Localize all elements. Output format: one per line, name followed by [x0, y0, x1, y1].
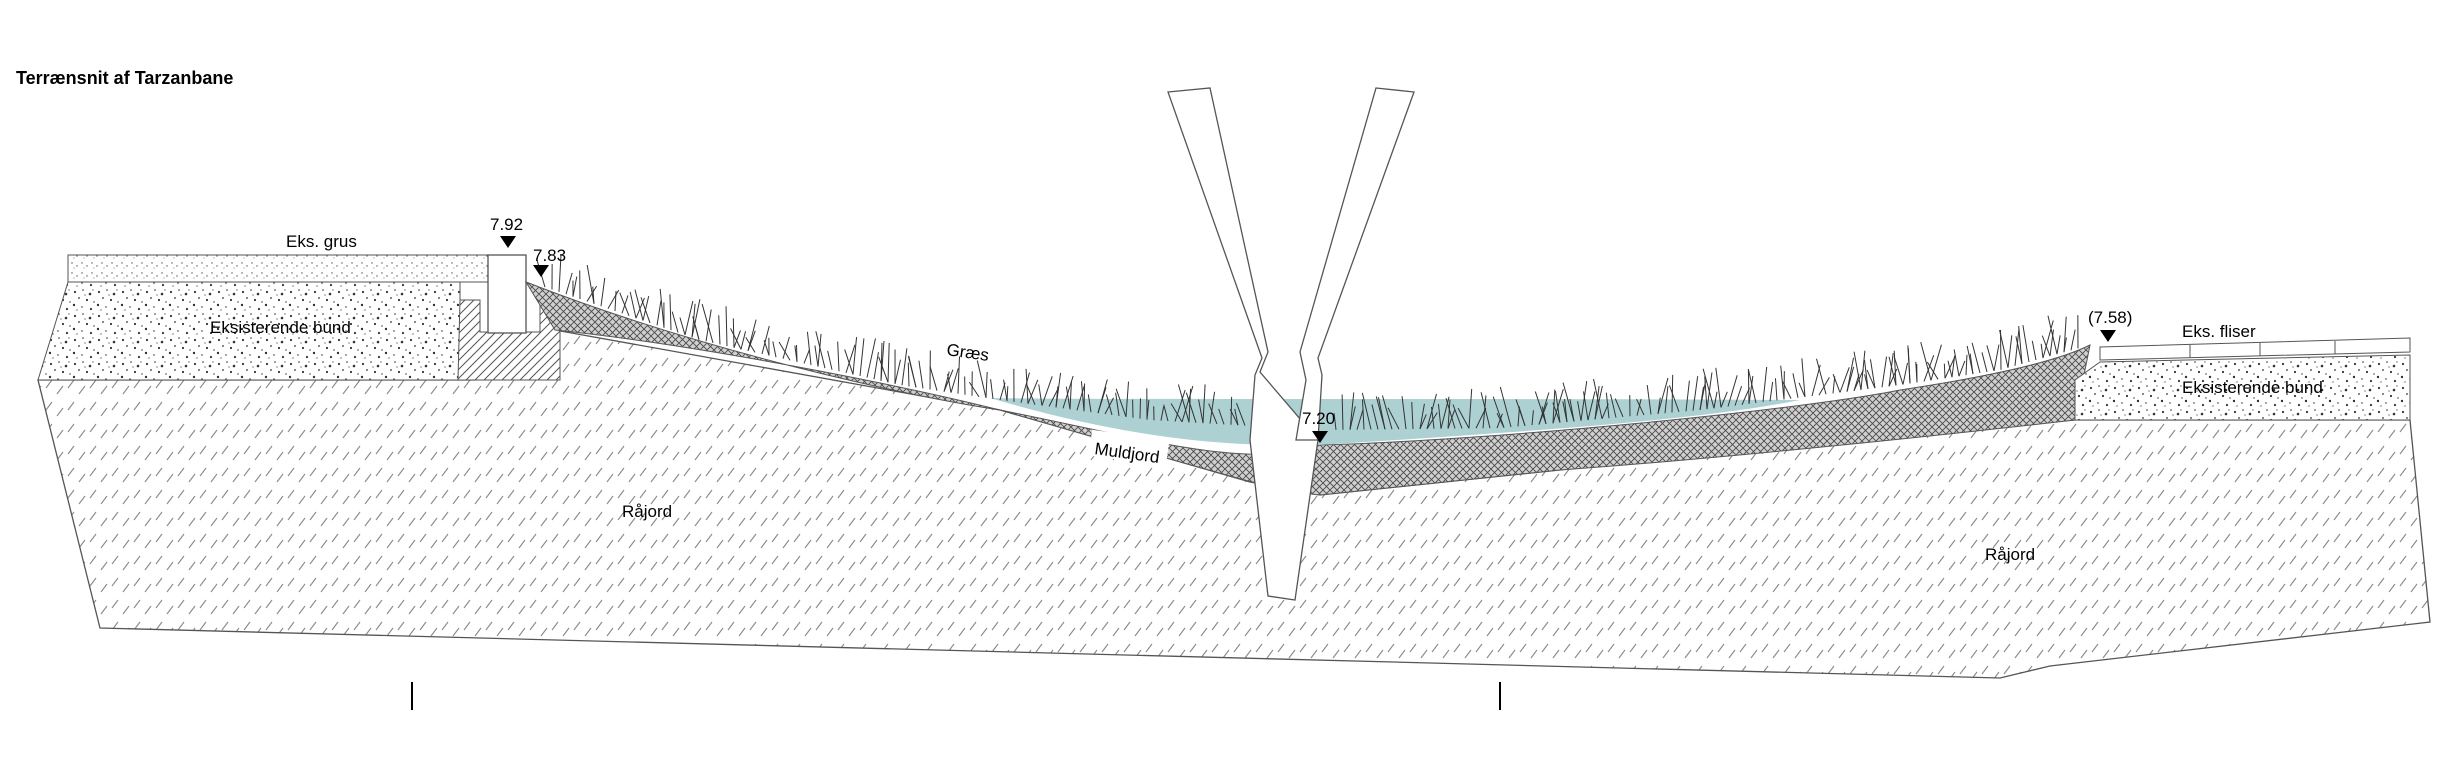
- grass-blade: [726, 306, 727, 346]
- grass-blade: [874, 352, 878, 379]
- grass-blade: [1793, 373, 1798, 397]
- grass-blade: [919, 361, 923, 389]
- grass-blade: [680, 317, 685, 334]
- grass-blade: [807, 332, 811, 365]
- grass-blade: [601, 278, 605, 306]
- grass-blade: [573, 277, 577, 297]
- level-right-edge: (7.58): [2088, 308, 2132, 327]
- grass-blade: [1847, 358, 1854, 392]
- grass-blade: [783, 337, 789, 359]
- grass-blade: [734, 330, 740, 347]
- grass-blade: [1854, 352, 1861, 390]
- grass-blade: [853, 337, 857, 374]
- label-grass: Græs: [945, 340, 990, 365]
- grass-blade: [838, 342, 839, 372]
- grass-blade: [1959, 361, 1965, 376]
- label-existing-base-left: Eksisterende bund: [210, 318, 351, 337]
- grass-blade: [2071, 330, 2075, 351]
- grass-blade: [1770, 382, 1773, 401]
- grass-blade: [764, 340, 769, 355]
- grass-blade: [719, 315, 720, 344]
- label-subsoil-left: Råjord: [622, 502, 672, 521]
- curb-stone: [488, 255, 526, 333]
- grass-blade: [2057, 335, 2060, 354]
- grass-blade: [815, 346, 818, 367]
- grass-blade: [1982, 352, 1987, 372]
- grass-blade: [986, 372, 987, 398]
- grass-blade: [1972, 343, 1980, 373]
- grass-blade: [587, 265, 594, 304]
- grass-blade: [1952, 356, 1955, 378]
- grass-blade: [2041, 344, 2043, 358]
- grass-blade: [672, 312, 678, 333]
- grass-blade: [660, 289, 664, 328]
- level-marker-slope: [533, 265, 549, 277]
- grass-blade: [566, 273, 572, 294]
- grass-blade: [741, 331, 746, 349]
- level-marker-curb: [500, 236, 516, 248]
- grass-blade: [1994, 345, 1999, 371]
- grass-blade: [1817, 359, 1826, 394]
- grass-blade: [670, 294, 671, 330]
- label-existing-tiles: Eks. fliser: [2182, 322, 2256, 341]
- page-title: Terrænsnit af Tarzanbane: [16, 68, 233, 89]
- grass-blade: [657, 301, 661, 326]
- grass-blade: [1921, 342, 1931, 380]
- grass-blade: [1861, 351, 1865, 390]
- grass-blade: [1944, 364, 1945, 379]
- grass-blade: [895, 360, 901, 384]
- grass-blade: [2032, 341, 2036, 360]
- label-existing-base-right: Eksisterende bund: [2182, 378, 2323, 397]
- grass-blade: [731, 328, 741, 349]
- grass-blade: [879, 357, 888, 382]
- grass-blade: [902, 348, 907, 385]
- level-slope-top: 7.83: [533, 246, 566, 265]
- grass-blade: [1763, 367, 1767, 402]
- grass-blade: [762, 326, 769, 354]
- label-subsoil-right: Råjord: [1985, 545, 2035, 564]
- grass-blade: [908, 363, 909, 387]
- grass-blade: [1966, 355, 1967, 375]
- grass-blade: [977, 360, 986, 397]
- grass-blade: [685, 301, 693, 335]
- grass-blade: [1775, 378, 1777, 400]
- grass-blade: [779, 342, 790, 360]
- grass-blade: [2042, 336, 2050, 356]
- grass-blade: [630, 292, 636, 318]
- existing-gravel-strip: [68, 255, 488, 282]
- grass-blade: [1931, 345, 1941, 381]
- label-existing-gravel: Eks. grus: [286, 232, 357, 251]
- grass-blade: [867, 338, 875, 377]
- grass-blade: [1748, 369, 1749, 404]
- grass-blade: [909, 356, 916, 388]
- grass-blade: [930, 366, 937, 390]
- grass-blade: [958, 356, 960, 393]
- grass-blade: [773, 341, 776, 357]
- grass-blade: [1903, 363, 1907, 385]
- grass-blade: [828, 351, 832, 370]
- grass-blade: [860, 338, 864, 376]
- level-curb-top: 7.92: [490, 215, 523, 234]
- grass-blade: [1987, 345, 1994, 370]
- grass-blade: [804, 349, 810, 363]
- tarzan-post-right: [1296, 88, 1414, 440]
- grass-blade: [1927, 362, 1938, 379]
- grass-blade: [969, 382, 979, 397]
- grass-blade: [608, 290, 619, 308]
- level-low-point: 7.20: [1302, 409, 1335, 428]
- grass-blade: [888, 343, 889, 382]
- grass-blade: [2023, 325, 2029, 362]
- grass-blade: [1954, 349, 1959, 376]
- grass-blade: [991, 379, 993, 399]
- level-marker-right: [2100, 330, 2116, 342]
- grass-blade: [615, 291, 616, 311]
- grass-blade: [2008, 335, 2012, 367]
- grass-blade: [1882, 357, 1887, 388]
